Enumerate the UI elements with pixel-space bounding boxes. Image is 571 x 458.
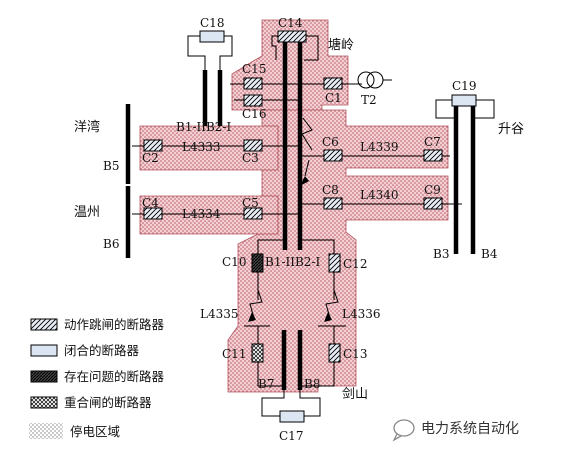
outage-area (139, 19, 449, 393)
breaker-c18[interactable] (199, 30, 225, 43)
legend-tripped: 动作跳闸的断路器 (64, 317, 165, 332)
label-b5: B5 (103, 159, 119, 173)
station-tangling: 塘岭 (328, 37, 354, 53)
label-c10: C10 (222, 255, 246, 269)
chat-bubble-icon (392, 419, 415, 442)
breaker-c15[interactable] (243, 77, 263, 90)
label-c8: C8 (322, 183, 339, 197)
breakers (143, 30, 477, 423)
legend-swatch-outage (29, 423, 63, 439)
legend-swatch-reclosed (30, 396, 58, 409)
fault-lightning-icon (301, 117, 313, 151)
breaker-c16[interactable] (243, 94, 263, 107)
label-c7: C7 (424, 135, 441, 149)
label-c9: C9 (424, 183, 441, 197)
label-c12: C12 (343, 257, 367, 271)
label-l4340: L4340 (360, 188, 399, 202)
label-c19: C19 (452, 79, 476, 93)
breaker-c14[interactable] (277, 30, 307, 43)
breaker-c3[interactable] (243, 139, 263, 152)
fault-arrow-icon (300, 176, 309, 186)
legend-closed: 闭合的断路器 (64, 343, 140, 358)
legend-swatch-closed (30, 344, 58, 357)
label-b7: B7 (258, 377, 274, 391)
breaker-c10[interactable] (251, 253, 264, 273)
label-l4335: L4335 (200, 307, 239, 321)
legend: 动作跳闸的断路器 闭合的断路器 存在问题的断路器 重合闸的断路器 停电区域 (29, 317, 165, 439)
label-b8: B8 (304, 377, 320, 391)
fault-l4335-icon (249, 289, 263, 319)
bus-label-top: B1-IIB2-I (176, 120, 231, 134)
watermark: 电力系统自动化 (392, 419, 519, 442)
label-c6: C6 (322, 135, 339, 149)
station-jianshan: 剑山 (342, 386, 368, 402)
watermark-text: 电力系统自动化 (421, 421, 519, 437)
breaker-c8[interactable] (323, 197, 343, 210)
label-b3: B3 (433, 247, 449, 261)
breaker-c19[interactable] (451, 94, 477, 107)
breaker-c5[interactable] (243, 207, 263, 220)
breaker-c12[interactable] (328, 253, 341, 273)
fault-l4336-icon (325, 289, 339, 319)
station-yangwan: 洋湾 (74, 119, 100, 135)
legend-swatch-tripped (30, 318, 58, 331)
station-shenggu: 升谷 (498, 122, 524, 137)
legend-outage: 停电区域 (70, 424, 120, 439)
label-l4339: L4339 (360, 140, 399, 154)
breaker-c1[interactable] (323, 77, 343, 90)
label-c5: C5 (242, 196, 259, 210)
label-c17: C17 (279, 429, 303, 443)
label-l4334: L4334 (182, 207, 221, 221)
legend-reclosed: 重合闸的断路器 (64, 395, 152, 410)
label-b6: B6 (103, 237, 119, 251)
label-b4: B4 (481, 247, 498, 261)
breaker-c2[interactable] (143, 139, 163, 152)
breaker-c6[interactable] (323, 149, 343, 162)
label-c13: C13 (343, 347, 367, 361)
breaker-c9[interactable] (423, 197, 443, 210)
label-c14: C14 (278, 16, 303, 30)
station-wenzhou: 温州 (74, 205, 100, 220)
bus-label-mid: B1-IIB2-I (265, 255, 320, 269)
label-c4: C4 (142, 196, 159, 210)
label-c18: C18 (200, 16, 224, 30)
labels: C14 C18 塘岭 C15 C16 C1 T2 B1-IIB2-I 洋湾 C2… (74, 16, 524, 443)
breaker-c13[interactable] (328, 343, 341, 363)
label-t2: T2 (361, 93, 377, 107)
label-l4333: L4333 (182, 140, 221, 154)
label-c11: C11 (222, 347, 246, 361)
label-c2: C2 (142, 151, 159, 165)
label-c1: C1 (325, 91, 342, 105)
label-c3: C3 (242, 151, 259, 165)
breaker-c7[interactable] (423, 149, 443, 162)
breaker-c4[interactable] (143, 207, 163, 220)
breaker-c17[interactable] (279, 410, 305, 423)
label-c16: C16 (242, 107, 266, 121)
label-c15: C15 (242, 62, 266, 76)
breaker-c11[interactable] (251, 343, 264, 363)
label-l4336: L4336 (342, 307, 381, 321)
legend-faulty: 存在问题的断路器 (64, 369, 165, 384)
legend-swatch-faulty (30, 370, 58, 383)
